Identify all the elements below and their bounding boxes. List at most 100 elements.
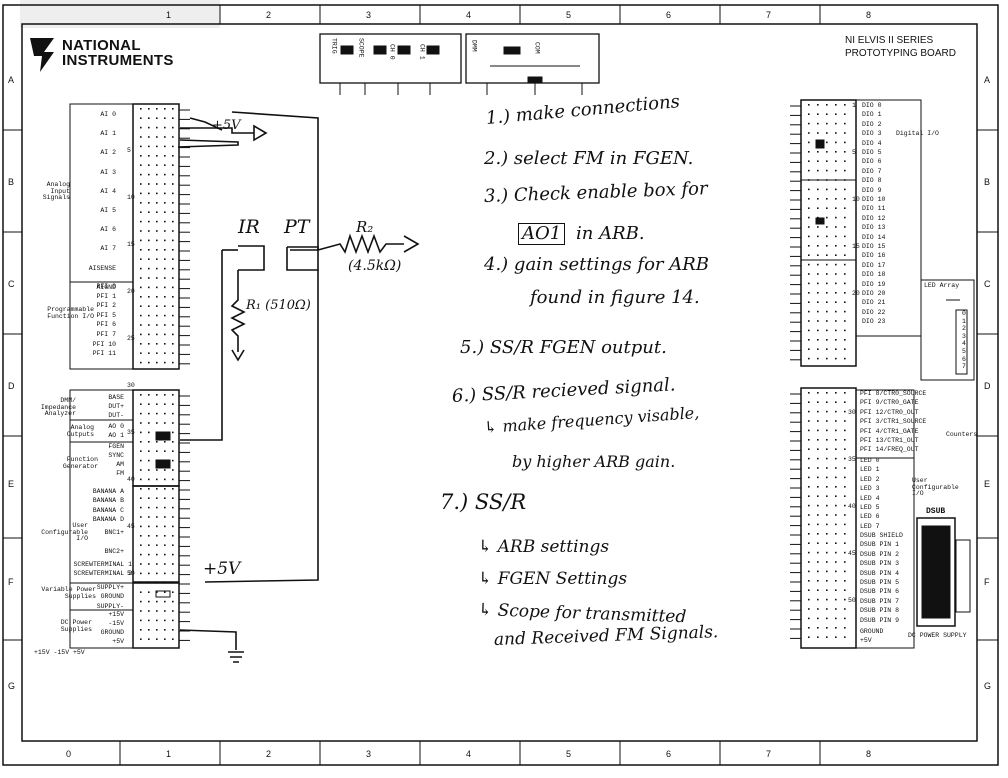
breadboard-hole <box>844 439 846 441</box>
breadboard-hole <box>817 104 819 106</box>
breadboard-hole <box>835 495 837 497</box>
breadboard-hole <box>835 486 837 488</box>
note-2: 2.) select FM in FGEN. <box>484 148 694 169</box>
breadboard-hole <box>164 600 166 603</box>
breadboard-hole <box>140 249 142 251</box>
dmm-pin-label: DUT- <box>108 412 124 419</box>
breadboard-hole <box>156 126 158 129</box>
breadboard-hole <box>844 339 846 341</box>
breadboard-hole <box>148 117 150 119</box>
breadboard-hole <box>817 292 819 294</box>
led-array-number: 3 <box>962 332 966 340</box>
breadboard-hole <box>156 412 158 415</box>
right-row-number: 35 <box>848 456 856 463</box>
dsub-pin-label: DSUB PIN 5 <box>860 579 900 586</box>
breadboard-hole <box>164 582 166 584</box>
breadboard-hole <box>835 160 837 162</box>
breadboard-hole <box>808 448 810 450</box>
breadboard-hole <box>140 582 142 584</box>
breadboard-hole <box>172 544 174 546</box>
led-pin-label: LED 4 <box>860 494 880 502</box>
breadboard-hole <box>140 202 142 204</box>
breadboard-hole <box>140 572 142 575</box>
breadboard-hole <box>140 535 142 537</box>
breadboard-hole <box>148 422 150 424</box>
breadboard-hole <box>817 608 819 610</box>
breadboard-hole <box>140 183 142 185</box>
breadboard-hole <box>156 582 158 584</box>
breadboard-hole <box>140 296 142 298</box>
breadboard-hole <box>844 542 846 544</box>
breadboard-hole <box>140 352 142 354</box>
breadboard-hole <box>817 320 819 322</box>
breadboard-hole <box>148 258 150 260</box>
breadboard-hole <box>140 459 142 462</box>
breadboard-hole <box>156 553 158 556</box>
breadboard-hole <box>835 589 837 591</box>
breadboard-hole <box>156 591 158 593</box>
breadboard-hole <box>835 357 837 360</box>
breadboard-hole <box>156 516 158 518</box>
breadboard-hole <box>817 410 819 413</box>
counter-pin-label: PFI 14/FREQ_OUT <box>860 446 919 454</box>
breadboard-hole <box>172 412 174 415</box>
breadboard-hole <box>156 600 158 603</box>
breadboard-hole <box>817 169 819 172</box>
row-number: 5 <box>127 147 131 154</box>
breadboard-hole <box>148 352 150 354</box>
breadboard-hole <box>148 324 150 326</box>
breadboard-hole <box>826 551 828 554</box>
dsub-pin-label: DSUB PIN 6 <box>860 588 900 596</box>
breadboard-hole <box>156 249 158 251</box>
grid-row-B-right: B <box>984 177 991 187</box>
breadboard-hole <box>844 292 846 294</box>
breadboard-hole <box>172 173 174 176</box>
dio-pin-label: DIO 13 <box>862 224 886 232</box>
breadboard-hole <box>148 394 150 396</box>
breadboard-hole <box>148 403 150 405</box>
grid-bottom-col-4: 4 <box>466 749 472 759</box>
breadboard-hole <box>156 230 158 232</box>
breadboard-hole <box>148 535 150 537</box>
breadboard-hole <box>148 469 150 471</box>
breadboard-hole <box>808 504 810 507</box>
breadboard-hole <box>826 263 828 266</box>
breadboard-hole <box>808 226 810 228</box>
pfi-pin-label: PFI 0 <box>96 283 116 290</box>
breadboard-hole <box>164 361 166 364</box>
breadboard-hole <box>844 348 846 350</box>
dmm-label: DMM <box>470 40 478 52</box>
breadboard-hole <box>844 263 846 266</box>
breadboard-hole <box>808 245 810 247</box>
breadboard-hole <box>844 122 846 125</box>
breadboard-hole <box>844 504 846 507</box>
breadboard-hole <box>826 339 828 341</box>
breadboard-hole <box>172 403 174 405</box>
breadboard-hole <box>164 267 166 270</box>
breadboard-hole <box>148 202 150 204</box>
breadboard-hole <box>140 108 142 110</box>
grid-bottom-col-8: 8 <box>866 749 872 759</box>
breadboard-hole <box>148 450 150 452</box>
breadboard-hole <box>172 572 174 575</box>
breadboard-hole <box>826 310 828 313</box>
breadboard-hole <box>156 202 158 204</box>
breadboard-hole <box>172 324 174 326</box>
breadboard-hole <box>817 514 819 516</box>
breadboard-hole <box>148 314 150 317</box>
breadboard-hole <box>172 591 174 593</box>
breadboard-hole <box>156 441 158 443</box>
breadboard-hole <box>172 267 174 270</box>
fgen-pin-label: FGEN <box>108 443 124 450</box>
breadboard-hole <box>835 636 837 638</box>
breadboard-hole <box>844 598 846 601</box>
breadboard-hole <box>844 467 846 469</box>
breadboard-hole <box>164 488 166 490</box>
note-7: 7.) SS/R <box>440 490 527 514</box>
breadboard-hole <box>164 164 166 166</box>
breadboard-hole <box>844 401 846 403</box>
breadboard-hole <box>140 431 142 434</box>
led-pin-label: LED 3 <box>860 485 880 493</box>
breadboard-hole <box>808 627 810 629</box>
breadboard-hole <box>148 277 150 279</box>
